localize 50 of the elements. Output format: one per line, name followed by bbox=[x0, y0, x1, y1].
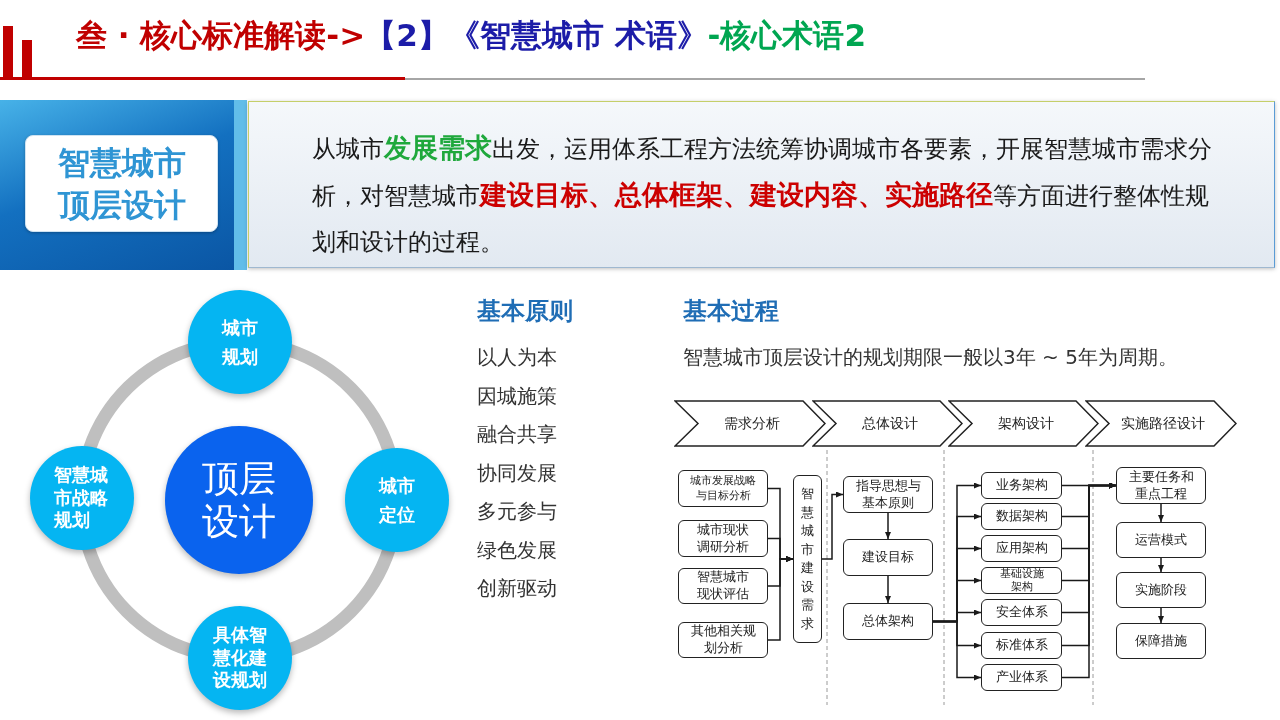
phase-header: 总体设计 bbox=[812, 400, 963, 447]
process-box: 保障措施 bbox=[1116, 623, 1206, 659]
topic-circle: 城市规划 bbox=[188, 290, 292, 394]
process-box: 运营模式 bbox=[1116, 522, 1206, 558]
phase-header: 需求分析 bbox=[674, 400, 826, 447]
connector-arrow bbox=[821, 491, 844, 560]
process-box: 总体架构 bbox=[843, 603, 933, 640]
phase-header: 架构设计 bbox=[948, 400, 1099, 447]
slide-title: 叁 · 核心标准解读->【2】《智慧城市 术语》-核心术语2 bbox=[76, 16, 866, 55]
process-box: 其他相关规划分析 bbox=[678, 622, 768, 658]
phase-header: 实施路径设计 bbox=[1085, 400, 1237, 447]
connector-arrow bbox=[1061, 482, 1117, 679]
principle-item: 绿色发展 bbox=[477, 536, 557, 564]
process-box: 应用架构 bbox=[981, 535, 1062, 562]
connector-arrow bbox=[1158, 503, 1164, 523]
process-box: 主要任务和重点工程 bbox=[1116, 467, 1206, 504]
principle-item: 融合共享 bbox=[477, 421, 557, 448]
definition-box: 从城市发展需求出发，运用体系工程方法统筹协调城市各要素，开展智慧城市需求分析，对智慧城市建设目标、总体框架、建设内容、实施路径等方面进行整体性规划和设计的过程。 bbox=[248, 101, 1275, 268]
process-box: 指导思想与基本原则 bbox=[843, 476, 933, 513]
principle-item: 创新驱动 bbox=[477, 575, 557, 602]
process-box: 智慧城市建设需求 bbox=[793, 475, 822, 643]
connector-arrow bbox=[1158, 607, 1164, 624]
center-circle: 顶层设计 bbox=[165, 426, 313, 574]
process-box: 标准体系 bbox=[981, 632, 1062, 659]
principle-item: 因城施策 bbox=[477, 382, 557, 410]
connector-arrow bbox=[885, 575, 891, 604]
topic-circle: 城市定位 bbox=[345, 448, 449, 552]
section-heading: 基本原则 bbox=[477, 296, 573, 327]
process-box: 产业体系 bbox=[981, 664, 1062, 691]
process-box: 城市现状调研分析 bbox=[678, 520, 768, 557]
process-box: 业务架构 bbox=[981, 472, 1062, 499]
principle-item: 多元参与 bbox=[477, 498, 557, 525]
process-box: 实施阶段 bbox=[1116, 572, 1206, 608]
term-card: 智慧城市顶层设计 bbox=[25, 135, 218, 232]
connector-arrow bbox=[885, 512, 891, 540]
description-text: 智慧城市顶层设计的规划期限一般以3年 ~ 5年为周期。 bbox=[683, 344, 1178, 371]
connector-arrow bbox=[767, 556, 794, 641]
principle-item: 以人为本 bbox=[477, 344, 557, 371]
connector-arrow bbox=[1158, 557, 1164, 573]
topic-circle: 智慧城市战略规划 bbox=[30, 446, 134, 550]
principle-item: 协同发展 bbox=[477, 459, 557, 487]
process-box: 城市发展战略与目标分析 bbox=[678, 470, 768, 507]
topic-circle: 具体智慧化建设规划 bbox=[188, 606, 292, 710]
process-box: 基础设施架构 bbox=[981, 567, 1062, 594]
process-box: 建设目标 bbox=[843, 539, 933, 576]
process-box: 安全体系 bbox=[981, 599, 1062, 626]
connector-arrow bbox=[932, 620, 982, 681]
process-box: 数据架构 bbox=[981, 503, 1062, 530]
section-heading: 基本过程 bbox=[683, 296, 779, 327]
process-box: 智慧城市现状评估 bbox=[678, 568, 768, 604]
